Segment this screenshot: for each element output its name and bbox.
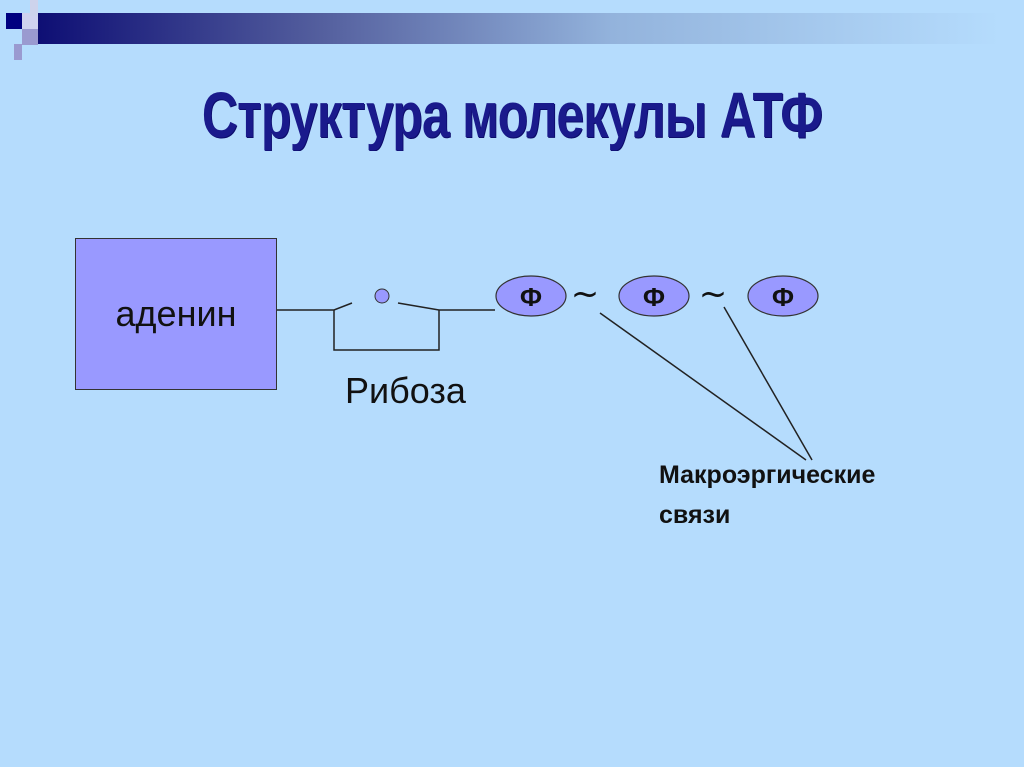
ribose-oxygen	[374, 288, 390, 304]
bonds-label-line: Макроэргические	[659, 461, 876, 489]
ribose-label: Рибоза	[345, 370, 466, 411]
ribose-ring	[397, 302, 495, 311]
phosphate-label: Ф	[772, 282, 794, 312]
ribose-ring	[277, 302, 353, 311]
high-energy-bond: ~	[699, 274, 728, 314]
slide-title: Структура молекулы АТФ	[201, 79, 823, 151]
decor-square	[14, 44, 22, 60]
header-gradient-bar	[30, 13, 1000, 44]
adenine-box: аденин	[75, 238, 277, 390]
bonds-label: Макроэргические связи	[659, 455, 875, 535]
phosphate-1	[495, 275, 567, 317]
phosphate-label: Ф	[643, 282, 665, 312]
bonds-label-line: связи	[659, 501, 731, 529]
phosphate-3	[747, 275, 819, 317]
decor-square	[6, 13, 22, 29]
decor-square	[22, 13, 38, 29]
decor-square	[22, 29, 38, 45]
ribose-ring	[333, 310, 440, 351]
phosphate-2	[618, 275, 690, 317]
high-energy-bond: ~	[571, 274, 600, 314]
bond-pointer-line	[723, 306, 813, 461]
phosphate-label: Ф	[520, 282, 542, 312]
bond-pointer-line	[599, 312, 807, 461]
decor-square	[30, 0, 38, 16]
